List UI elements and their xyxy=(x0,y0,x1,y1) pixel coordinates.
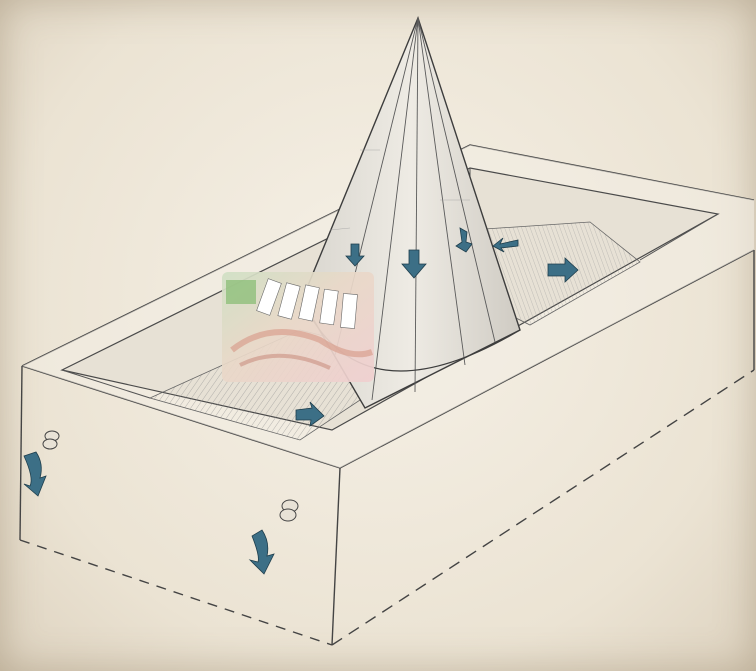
collage-inset xyxy=(222,272,374,382)
coin-icon xyxy=(280,509,296,521)
coin-icon xyxy=(43,439,57,449)
falling-coins-left xyxy=(24,431,59,496)
curved-arrow-icon xyxy=(250,530,274,574)
curved-arrow-icon xyxy=(24,452,46,496)
falling-coins-right xyxy=(250,500,298,574)
